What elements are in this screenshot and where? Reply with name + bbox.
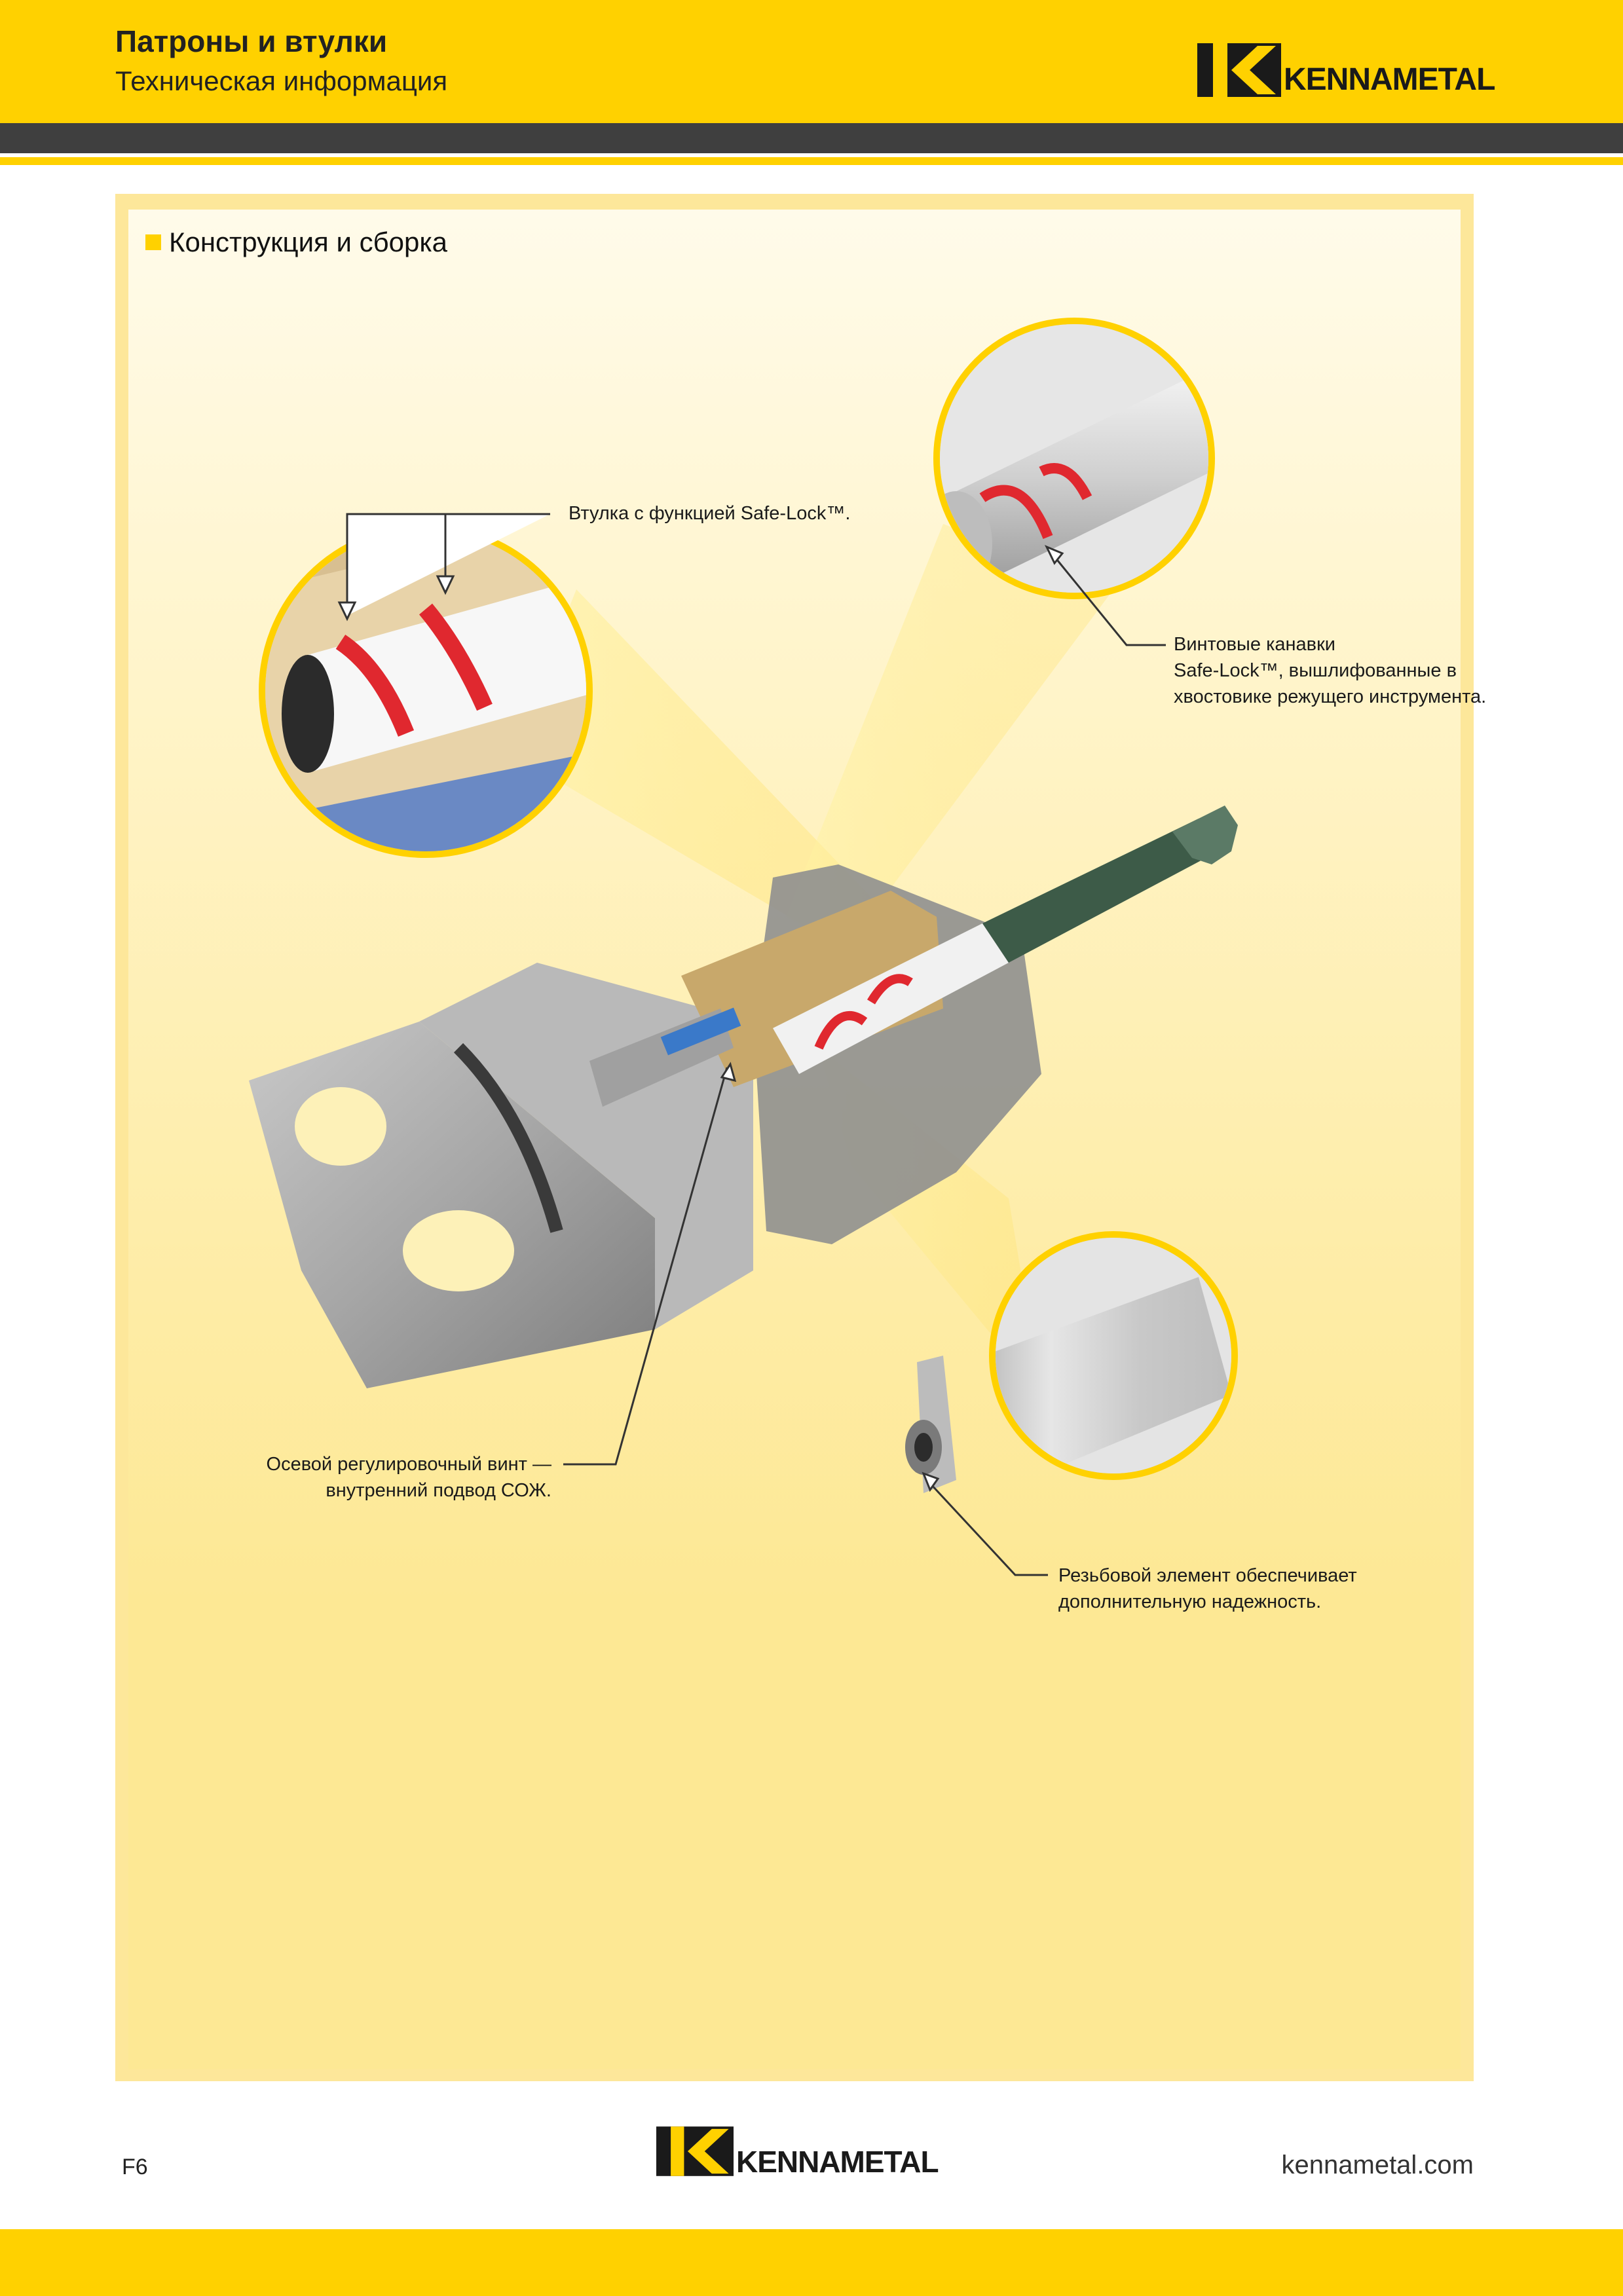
callout-sleeve: Втулка с функцией Safe-Lock™. (569, 503, 851, 524)
holder-groove (453, 1043, 563, 1233)
arrow-sleeve-2 (436, 575, 455, 595)
kennametal-k-icon (656, 2126, 734, 2176)
page-number: F6 (122, 2155, 148, 2179)
footer-band (0, 2229, 1623, 2296)
tool-flutes (1172, 805, 1238, 864)
shank-red-helix-2 (867, 974, 913, 1005)
header-brand-text: KENNAMETAL (1284, 62, 1495, 97)
arrow-thread (922, 1472, 940, 1492)
callout-screw: Осевой регулировочный винт — внутренний … (266, 1454, 551, 1501)
header-logo[interactable]: KENNAMETAL (1197, 43, 1495, 97)
header-dark-stripe (0, 123, 1623, 153)
coolant-channel (660, 1007, 741, 1056)
cutaway-sleeve (681, 891, 943, 1087)
page-title: Патроны и втулки (115, 24, 388, 58)
leader-screw (563, 1067, 728, 1466)
zoom-cone-left (511, 589, 871, 950)
tool-shank-white (773, 923, 1009, 1074)
holder-notch (295, 1087, 386, 1166)
zoom-cone-top (786, 524, 1113, 950)
holder-hole (403, 1210, 514, 1291)
leader-grooves (1053, 556, 1166, 646)
arrow-screw (720, 1062, 737, 1083)
shank-red-helix (814, 1011, 868, 1050)
arrow-sleeve-1 (337, 601, 357, 621)
kennametal-k-icon (1197, 43, 1281, 97)
leader-thread (929, 1482, 1048, 1576)
arrow-grooves (1044, 545, 1064, 565)
footer-website-link[interactable]: kennametal.com (1281, 2151, 1474, 2179)
footer-logo[interactable]: KENNAMETAL (656, 2126, 939, 2177)
section-title: Конструкция и сборка (169, 227, 448, 257)
callout-thread: Резьбовой элемент обеспечивает дополните… (1058, 1565, 1357, 1612)
header-band (0, 0, 1623, 123)
page-subtitle: Техническая информация (115, 65, 448, 96)
footer-brand-text: KENNAMETAL (736, 2145, 939, 2179)
header-yellow-stripe (0, 157, 1623, 165)
tool-body-green (982, 819, 1218, 963)
zoom-circle-sleeve (259, 524, 593, 858)
section-bullet-icon (145, 234, 161, 250)
callout-grooves: Винтовые канавки Safe-Lock™, вышлифованн… (1174, 634, 1487, 707)
